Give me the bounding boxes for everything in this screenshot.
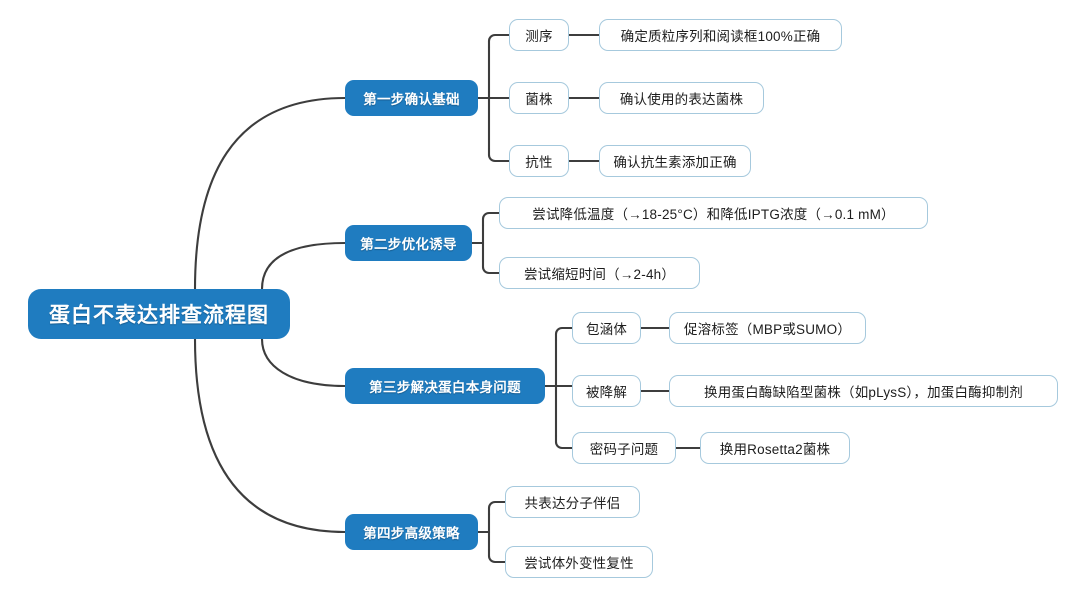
leaf-node-1-2-1[interactable]: 确认使用的表达菌株 bbox=[599, 82, 764, 114]
leaf-node-3-2-1[interactable]: 换用蛋白酶缺陷型菌株（如pLysS），加蛋白酶抑制剂 bbox=[669, 375, 1058, 407]
branch-node-2[interactable]: 第二步优化诱导 bbox=[345, 225, 472, 261]
sub-node-3-3[interactable]: 密码子问题 bbox=[572, 432, 676, 464]
sub-node-2-2[interactable]: 尝试缩短时间（→2-4h） bbox=[499, 257, 700, 289]
root-node[interactable]: 蛋白不表达排查流程图 bbox=[28, 289, 290, 339]
branch-node-1[interactable]: 第一步确认基础 bbox=[345, 80, 478, 116]
branch-node-3[interactable]: 第三步解决蛋白本身问题 bbox=[345, 368, 545, 404]
sub-node-3-1[interactable]: 包涵体 bbox=[572, 312, 641, 344]
sub-node-1-3[interactable]: 抗性 bbox=[509, 145, 569, 177]
sub-node-3-2[interactable]: 被降解 bbox=[572, 375, 641, 407]
leaf-node-1-3-1[interactable]: 确认抗生素添加正确 bbox=[599, 145, 751, 177]
sub-node-4-2[interactable]: 尝试体外变性复性 bbox=[505, 546, 653, 578]
sub-node-1-1[interactable]: 测序 bbox=[509, 19, 569, 51]
branch-node-4[interactable]: 第四步高级策略 bbox=[345, 514, 478, 550]
sub-node-2-1[interactable]: 尝试降低温度（→18-25°C）和降低IPTG浓度（→0.1 mM） bbox=[499, 197, 928, 229]
sub-node-4-1[interactable]: 共表达分子伴侣 bbox=[505, 486, 640, 518]
leaf-node-3-1-1[interactable]: 促溶标签（MBP或SUMO） bbox=[669, 312, 866, 344]
sub-node-1-2[interactable]: 菌株 bbox=[509, 82, 569, 114]
leaf-node-1-1-1[interactable]: 确定质粒序列和阅读框100%正确 bbox=[599, 19, 842, 51]
leaf-node-3-3-1[interactable]: 换用Rosetta2菌株 bbox=[700, 432, 850, 464]
